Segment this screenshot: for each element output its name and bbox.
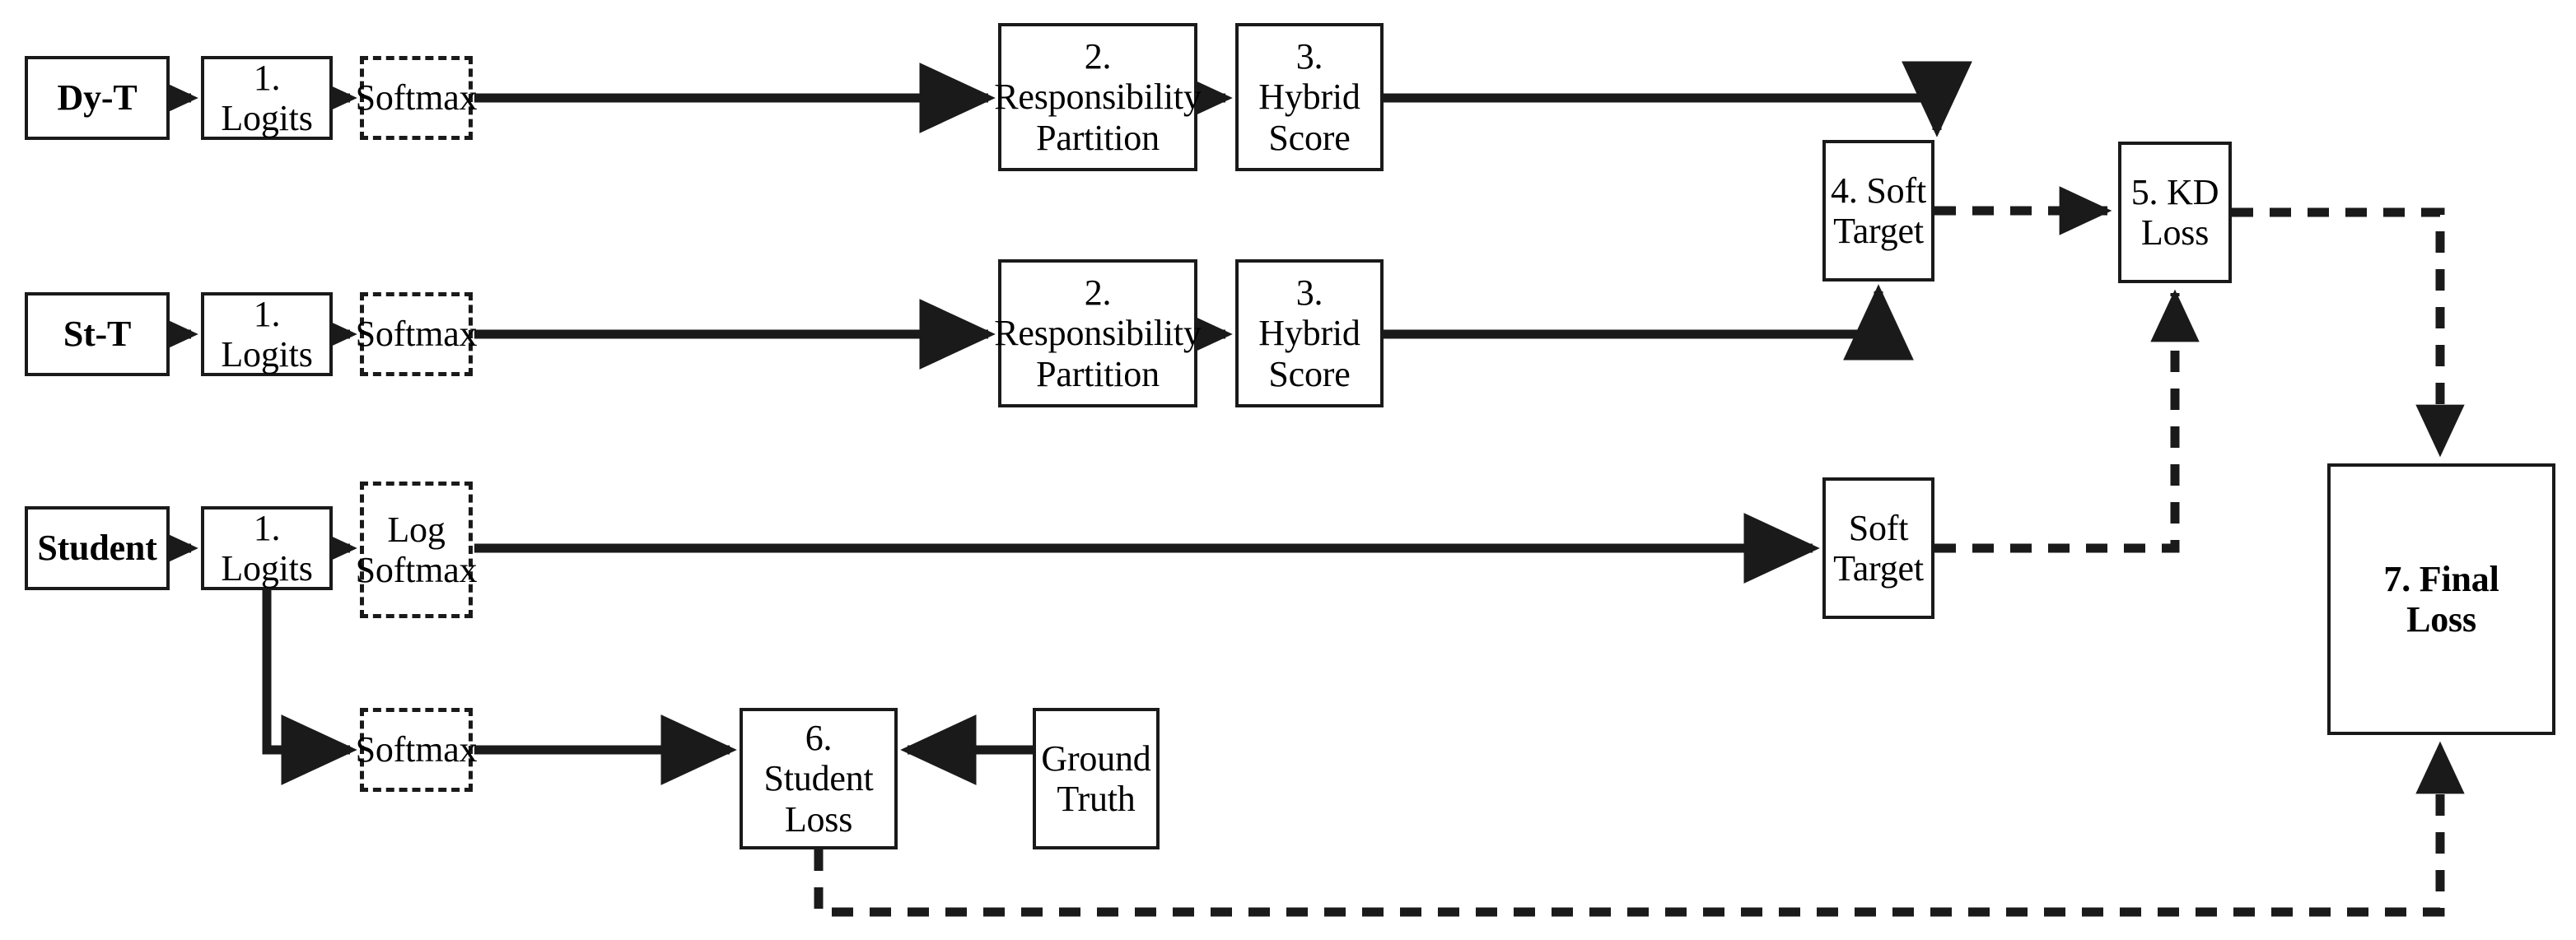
node-t_softmax_2[interactable]: Softmax [356, 292, 478, 376]
node-t_logits_2[interactable]: 1. Logits [201, 292, 333, 376]
node-s_softmax[interactable]: Softmax [356, 708, 478, 792]
node-t_logits_1[interactable]: 1. Logits [201, 56, 333, 140]
node-dy_t[interactable]: Dy-T [25, 56, 170, 140]
node-label-dy_t: Dy-T [57, 77, 138, 119]
edge-hybrid-2-to-soft-target [1384, 284, 1914, 361]
node-label-t_logits_1: 1. Logits [221, 57, 313, 138]
node-s_logits[interactable]: 1. Logits [201, 506, 333, 590]
edge-hybrid-1-to-soft-target [1384, 61, 1972, 137]
node-label-t_logits_2: 1. Logits [221, 293, 313, 375]
node-t_softmax_1[interactable]: Softmax [356, 56, 478, 140]
node-label-t_softmax_1: Softmax [355, 77, 478, 119]
node-st_t[interactable]: St-T [25, 292, 170, 376]
node-label-t_softmax_2: Softmax [355, 314, 478, 355]
edge-student-loss-to-final-loss [814, 741, 2465, 917]
edge-kd-loss-to-final-loss [2232, 207, 2465, 458]
node-label-student: Student [37, 528, 157, 569]
node-label-s_softmax: Softmax [355, 729, 478, 770]
edge-logits-branch-to-softmax [262, 590, 357, 785]
node-label-st_t: St-T [63, 314, 132, 355]
edge-student-soft-target-to-kd-loss [1934, 289, 2200, 553]
node-student[interactable]: Student [25, 506, 170, 590]
node-label-s_logits: 1. Logits [221, 507, 313, 589]
